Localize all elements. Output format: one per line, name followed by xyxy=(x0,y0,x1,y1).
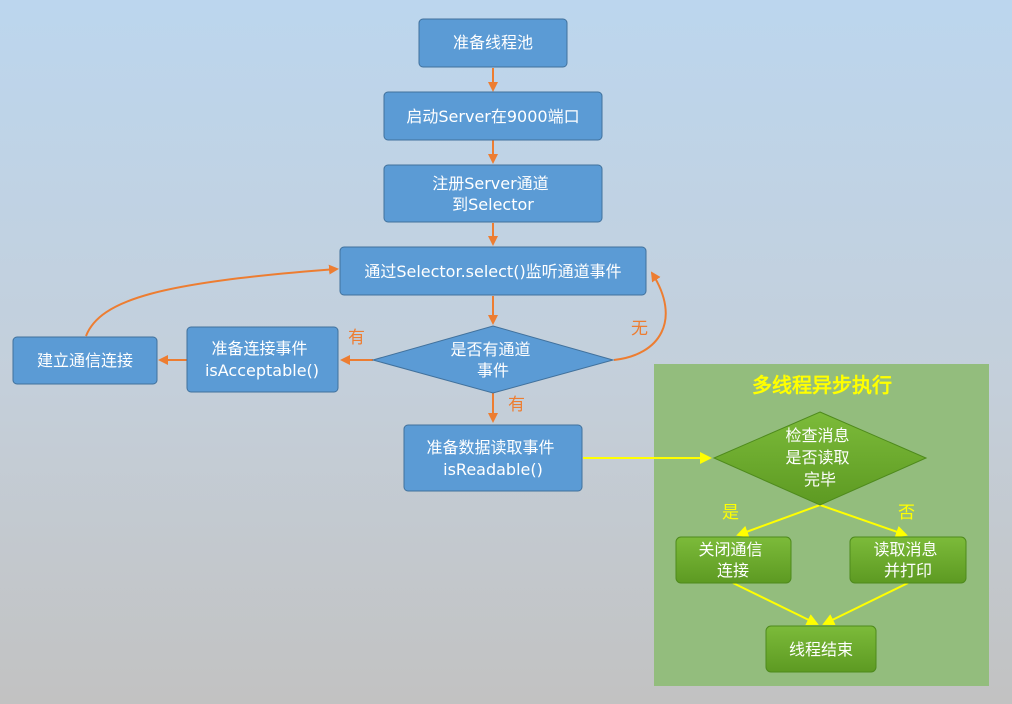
node-thread-end: 线程结束 xyxy=(765,625,877,673)
node-select-events: 通过Selector.select()监听通道事件 xyxy=(339,246,647,296)
node-prepare-pool-label: 准备线程池 xyxy=(453,33,533,52)
node-close-connection: 关闭通信 连接 xyxy=(675,536,792,584)
edge-close-to-end xyxy=(732,582,819,626)
edge-check-to-read-print xyxy=(819,504,908,538)
main-flow-edges xyxy=(85,68,667,423)
node-read-event-box xyxy=(403,424,583,492)
node-establish-connection-label: 建立通信连接 xyxy=(37,351,133,370)
node-thread-end-label: 线程结束 xyxy=(789,640,853,659)
edge-no-events-loop-back xyxy=(613,271,667,361)
node-establish-connection-box xyxy=(12,336,158,385)
node-has-events-label: 是否有通道 事件 xyxy=(450,340,535,380)
node-read-and-print-box xyxy=(849,536,967,584)
node-register-channel: 注册Server通道 到Selector xyxy=(383,164,603,223)
node-read-and-print-label: 读取消息 并打印 xyxy=(873,540,942,580)
node-accept-event-box xyxy=(186,326,339,393)
node-register-channel-box xyxy=(383,164,603,223)
edge-establish-loop-back xyxy=(85,264,339,337)
node-read-and-print: 读取消息 并打印 xyxy=(849,536,967,584)
node-check-done-label: 检查消息 是否读取 完毕 xyxy=(785,426,854,489)
node-has-events-decision: 是否有通道 事件 xyxy=(371,325,615,394)
node-check-done-diamond xyxy=(712,411,928,506)
node-close-connection-label: 关闭通信 连接 xyxy=(698,540,767,580)
node-thread-end-box xyxy=(765,625,877,673)
edge-check-to-close xyxy=(736,504,821,538)
node-read-event-label: 准备数据读取事件 isReadable() xyxy=(426,438,559,479)
async-edges xyxy=(583,452,909,626)
node-establish-connection: 建立通信连接 xyxy=(12,336,158,385)
node-start-server: 启动Server在9000端口 xyxy=(383,91,603,141)
node-prepare-pool-box xyxy=(418,18,568,68)
node-check-done-decision: 检查消息 是否读取 完毕 xyxy=(712,411,928,506)
label-read-done-no: 否 xyxy=(898,503,915,523)
node-accept-event: 准备连接事件 isAcceptable() xyxy=(186,326,339,393)
label-read-done-yes: 是 xyxy=(722,503,739,523)
node-read-event: 准备数据读取事件 isReadable() xyxy=(403,424,583,492)
edge-read-print-to-end xyxy=(822,582,909,626)
node-select-events-box xyxy=(339,246,647,296)
node-select-events-label: 通过Selector.select()监听通道事件 xyxy=(364,262,621,281)
node-close-connection-box xyxy=(675,536,792,584)
node-start-server-label: 启动Server在9000端口 xyxy=(406,107,579,126)
label-accept-yes: 有 xyxy=(348,328,365,348)
node-start-server-box xyxy=(383,91,603,141)
async-panel-title: 多线程异步执行 xyxy=(752,373,892,397)
node-accept-event-label: 准备连接事件 isAcceptable() xyxy=(205,339,319,380)
node-prepare-pool: 准备线程池 xyxy=(418,18,568,68)
label-read-yes: 有 xyxy=(508,395,525,415)
label-no-events: 无 xyxy=(631,319,648,339)
node-register-channel-label: 注册Server通道 到Selector xyxy=(432,174,554,214)
node-has-events-diamond xyxy=(371,325,615,394)
